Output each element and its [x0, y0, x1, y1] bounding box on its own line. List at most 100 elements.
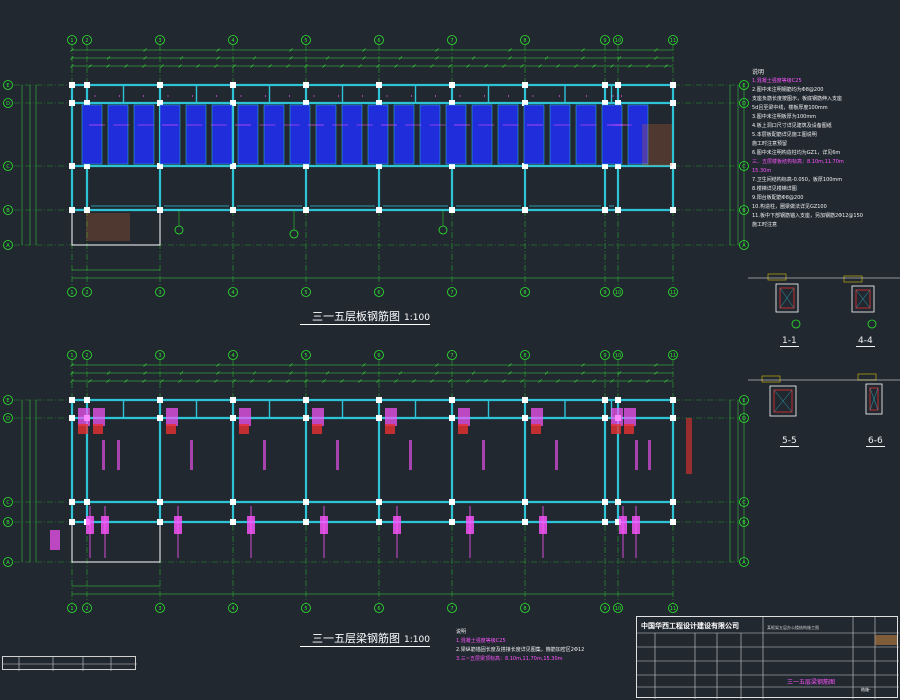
axis-bubble — [613, 35, 623, 45]
dimension-tick — [362, 363, 366, 367]
column — [615, 397, 621, 403]
column — [84, 82, 90, 88]
axis-label: 1 — [70, 290, 73, 296]
axis-bubble — [374, 603, 384, 613]
beam-label — [312, 424, 322, 434]
axis-label: 8 — [523, 290, 526, 296]
column — [84, 499, 90, 505]
axis-label: 9 — [603, 353, 606, 359]
column — [602, 519, 608, 525]
axis-label: 5 — [304, 606, 307, 612]
column — [157, 207, 163, 213]
corridor-slab — [601, 104, 623, 165]
column — [303, 82, 309, 88]
note-line: 15.30m — [752, 168, 772, 174]
axis-bubble — [82, 350, 92, 360]
dimension-tick — [538, 64, 542, 68]
beam-label — [166, 424, 176, 434]
column — [449, 415, 455, 421]
column — [602, 163, 608, 169]
axis-label: 3 — [158, 290, 161, 296]
dimension-tick — [471, 56, 476, 60]
axis-bubble — [228, 603, 238, 613]
section-outline — [865, 383, 883, 415]
dimension-tick — [581, 56, 585, 60]
axis-bubble — [600, 35, 610, 45]
dimension-tick — [124, 64, 128, 68]
corridor-slab — [315, 104, 337, 165]
axis-bubble — [613, 603, 623, 613]
row-bubble — [3, 497, 13, 507]
top-drawing-title: 三一五层板钢筋图 1:100 — [312, 308, 430, 324]
note-line: 三、五层楼板结构标高：8.10m,11.70m — [752, 159, 844, 165]
section-callout — [174, 225, 184, 235]
project-name: 某框架五层办公楼结构施工图 — [767, 625, 819, 630]
axis-bubble — [82, 603, 92, 613]
column — [670, 82, 676, 88]
corridor-slab — [237, 104, 259, 165]
corridor-slab — [211, 104, 233, 165]
beam-label — [531, 408, 543, 426]
column — [303, 397, 309, 403]
dimension-tick — [325, 371, 330, 375]
dimension-tick — [286, 64, 290, 68]
axis-bubble — [447, 350, 457, 360]
note-line: 6.图中未注明构造柱均为GZ1，详见6m — [752, 150, 841, 156]
column — [376, 415, 382, 421]
note-line: 10.构造柱，圈梁做法详见GZ100 — [752, 204, 827, 210]
corridor-slab — [575, 104, 597, 165]
corridor-slab — [497, 104, 519, 165]
dimension-tick — [70, 48, 74, 52]
axis-label: 11 — [670, 353, 676, 359]
sheet-title: 三一五层梁钢筋图 — [787, 679, 836, 686]
dimension-tick — [508, 371, 512, 375]
dimension-tick — [214, 64, 218, 68]
beam-label — [78, 424, 88, 434]
axis-label: 8 — [523, 38, 526, 44]
column — [670, 415, 676, 421]
column — [84, 397, 90, 403]
row-label: A — [742, 243, 746, 249]
axis-bubble — [301, 287, 311, 297]
corridor-slab — [471, 104, 493, 165]
row-bubble — [3, 80, 13, 90]
column — [449, 163, 455, 169]
axis-label: 1 — [70, 353, 73, 359]
axis-bubble — [155, 35, 165, 45]
top-drawing-scale: 1:100 — [404, 313, 430, 323]
corridor-slab — [289, 104, 311, 165]
dimension-tick — [289, 48, 293, 52]
axis-label: 11 — [670, 606, 676, 612]
dimension-tick — [398, 56, 403, 60]
left-table-grid — [3, 657, 137, 671]
stirrup — [855, 289, 871, 309]
dimension-tick — [232, 379, 236, 383]
column — [69, 82, 75, 88]
detail-callout — [791, 319, 801, 329]
column — [230, 499, 236, 505]
slab-level — [843, 275, 863, 283]
dimension-tick — [435, 48, 439, 52]
axis-bubble — [301, 603, 311, 613]
top-drawing-title-text: 三一五层板钢筋图 — [312, 310, 400, 323]
beam-label — [555, 440, 558, 470]
stirrup — [869, 387, 879, 411]
dimension-tick — [435, 56, 439, 60]
beam-label — [686, 418, 692, 474]
bottom-drawing-scale: 1:100 — [404, 635, 430, 645]
corridor-slab — [159, 104, 181, 165]
dimension-tick — [106, 64, 110, 68]
row-label: B — [6, 208, 10, 214]
corridor-slab — [263, 104, 285, 165]
axis-bubble — [520, 350, 530, 360]
row-bubble — [3, 413, 13, 423]
axis-label: 4 — [231, 606, 234, 612]
dimension-tick — [394, 379, 398, 383]
dimension-tick — [628, 379, 632, 383]
beam-label — [312, 408, 324, 426]
axis-bubble — [67, 350, 77, 360]
row-label: A — [6, 560, 10, 566]
column — [84, 163, 90, 169]
section-label-4-4: 4-4 — [856, 336, 875, 347]
beam-label — [632, 516, 640, 534]
